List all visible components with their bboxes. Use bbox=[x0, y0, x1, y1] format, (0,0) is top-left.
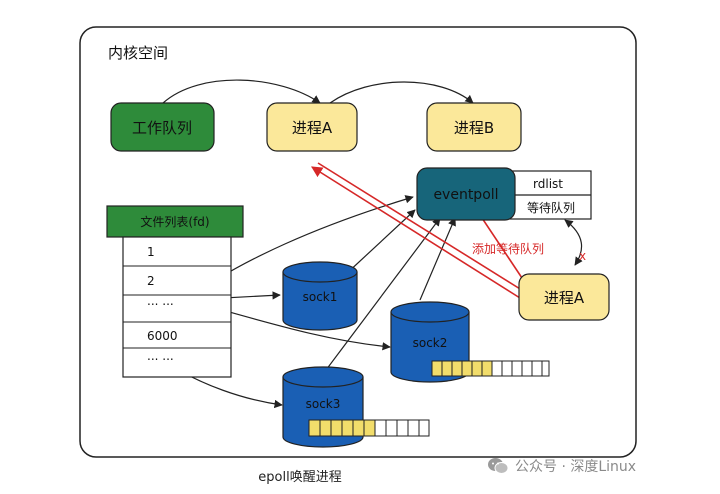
sock2-buffer bbox=[431, 360, 550, 377]
sock1-label: sock1 bbox=[303, 290, 338, 304]
work-queue-node: 工作队列 bbox=[110, 102, 215, 152]
watermark: 公众号 · 深度Linux bbox=[487, 455, 636, 477]
fd-row-1: 1 bbox=[147, 245, 155, 259]
eventpoll-node: eventpoll rdlist 等待队列 bbox=[416, 167, 592, 221]
sock3-label: sock3 bbox=[306, 397, 341, 411]
red-x-mark: x bbox=[579, 249, 586, 263]
process-b-node: 进程B bbox=[426, 102, 522, 152]
process-b-label: 进程B bbox=[454, 119, 494, 137]
arrow-a-to-b bbox=[329, 81, 474, 104]
arrow-waitqueue-to-process bbox=[564, 219, 583, 266]
fd-row-4: 6000 bbox=[147, 329, 178, 343]
rdlist-label: rdlist bbox=[533, 177, 563, 191]
fd-row-5: ... ... bbox=[147, 349, 174, 363]
file-table-header: 文件列表(fd) bbox=[140, 214, 209, 229]
process-a-right-label: 进程A bbox=[544, 289, 585, 307]
process-a-right-node: 进程A bbox=[518, 273, 610, 321]
process-a-top-node: 进程A bbox=[266, 102, 358, 152]
sock3-buffer bbox=[308, 419, 430, 437]
kernel-space-frame bbox=[79, 26, 637, 458]
sock2-label: sock2 bbox=[413, 336, 448, 350]
arrow-sock2-to-eventpoll bbox=[419, 217, 456, 301]
watermark-text: 公众号 · 深度Linux bbox=[515, 459, 637, 475]
arrow-sock3-to-eventpoll bbox=[319, 217, 441, 379]
process-a-top-label: 进程A bbox=[292, 119, 333, 137]
work-queue-label: 工作队列 bbox=[132, 119, 192, 137]
kernel-space-label: 内核空间 bbox=[108, 44, 168, 62]
fd-row-3: ... ... bbox=[147, 294, 174, 308]
arrow-sock1-to-eventpoll bbox=[344, 209, 416, 276]
red-line-1 bbox=[311, 166, 521, 299]
file-table: 文件列表(fd) 1 2 ... ... 6000 ... ... bbox=[106, 205, 244, 378]
diagram-caption: epoll唤醒进程 bbox=[258, 470, 342, 485]
fd-row-2: 2 bbox=[147, 274, 155, 288]
add-wait-queue-label: 添加等待队列 bbox=[472, 241, 544, 256]
sock1-cylinder: sock1 bbox=[282, 261, 358, 331]
eventpoll-label: eventpoll bbox=[433, 187, 498, 203]
wait-queue-label: 等待队列 bbox=[527, 200, 575, 215]
wechat-icon bbox=[488, 458, 509, 474]
arrow-work-to-a bbox=[162, 79, 321, 104]
red-line-2 bbox=[317, 162, 526, 293]
